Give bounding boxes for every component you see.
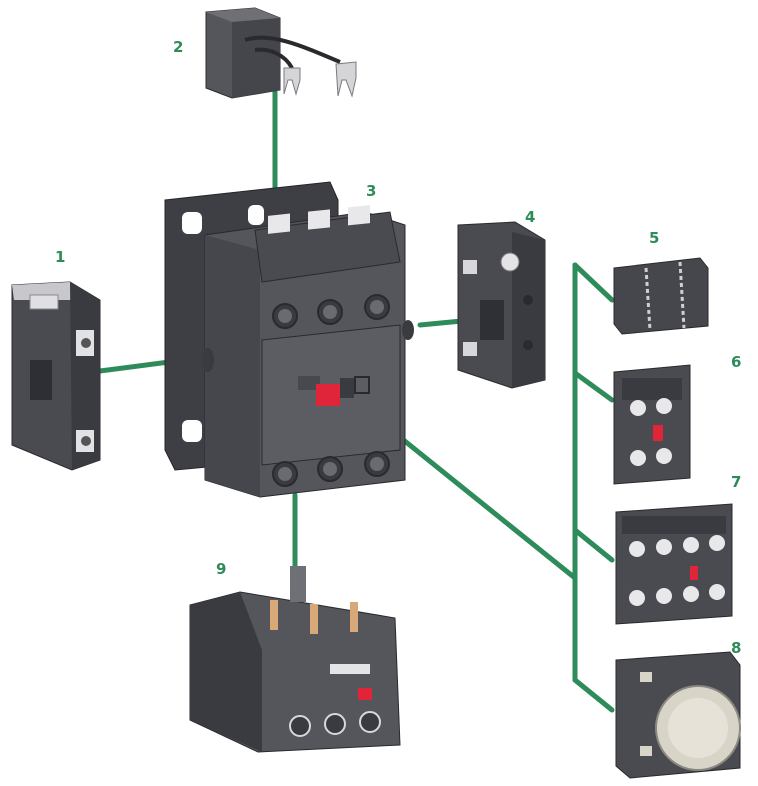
connector-bus-8: [572, 677, 615, 713]
label-4: 4: [525, 208, 536, 226]
label-1: 1: [55, 248, 66, 266]
label-7: 7: [731, 473, 742, 491]
label-8: 8: [731, 639, 742, 657]
connector-bus-5: [572, 262, 615, 303]
component-1-side-block: [11, 281, 101, 471]
label-5: 5: [649, 229, 660, 247]
component-2-terminal-cover: [205, 7, 357, 99]
component-6-aux-contact-2: [613, 364, 691, 485]
label-2: 2: [173, 38, 184, 56]
component-4-side-module: [457, 221, 546, 389]
component-7-aux-contact-4: [615, 503, 733, 625]
connector-bus-6: [572, 370, 615, 403]
component-8-timer-module: [615, 651, 741, 779]
label-6: 6: [731, 353, 742, 371]
label-3: 3: [366, 182, 377, 200]
connector-bus-7: [572, 527, 615, 563]
component-3-contactor: [164, 181, 414, 498]
label-9: 9: [216, 560, 227, 578]
component-9-overload-relay: [189, 566, 401, 753]
component-5-blank-cover: [613, 257, 709, 335]
